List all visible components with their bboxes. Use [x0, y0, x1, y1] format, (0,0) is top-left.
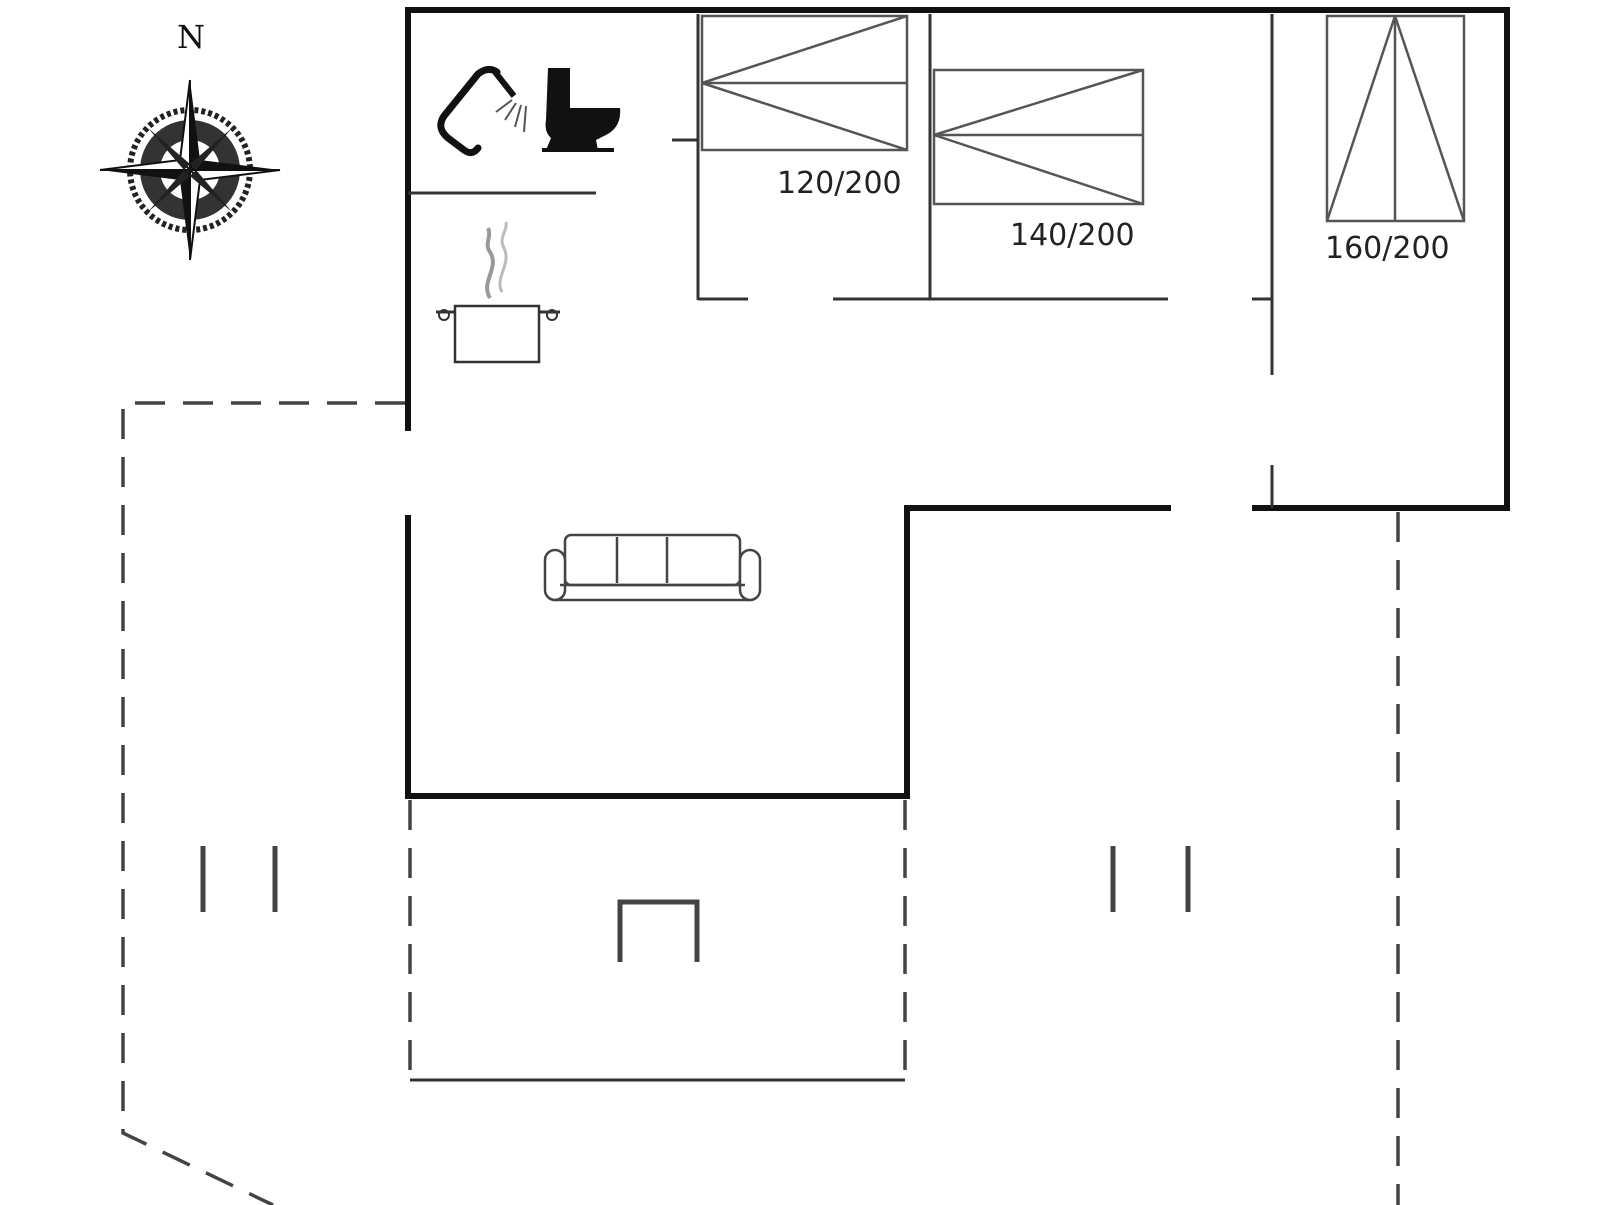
bed-1: 120/200	[700, 14, 909, 201]
compass: N	[99, 18, 281, 261]
covered-terrace	[408, 800, 907, 1082]
table-icon	[617, 899, 700, 962]
terrace-boundary	[121, 401, 1400, 1205]
bed-2-size-label: 140/200	[1010, 218, 1135, 253]
cooking-pot-icon	[436, 221, 560, 364]
interior-walls	[408, 14, 1274, 508]
bench-left	[200, 846, 278, 912]
shower-icon	[437, 65, 527, 157]
north-label: N	[177, 18, 205, 56]
compass-rose-icon	[99, 79, 281, 261]
bed-3: 160/200	[1325, 14, 1466, 266]
bed-3-size-label: 160/200	[1325, 231, 1450, 266]
bench-right	[1110, 846, 1191, 912]
bed-1-size-label: 120/200	[777, 166, 902, 201]
sofa-icon	[543, 533, 762, 602]
toilet-icon	[542, 68, 621, 152]
bed-2: 140/200	[932, 68, 1145, 253]
exterior-walls	[405, 7, 1510, 799]
